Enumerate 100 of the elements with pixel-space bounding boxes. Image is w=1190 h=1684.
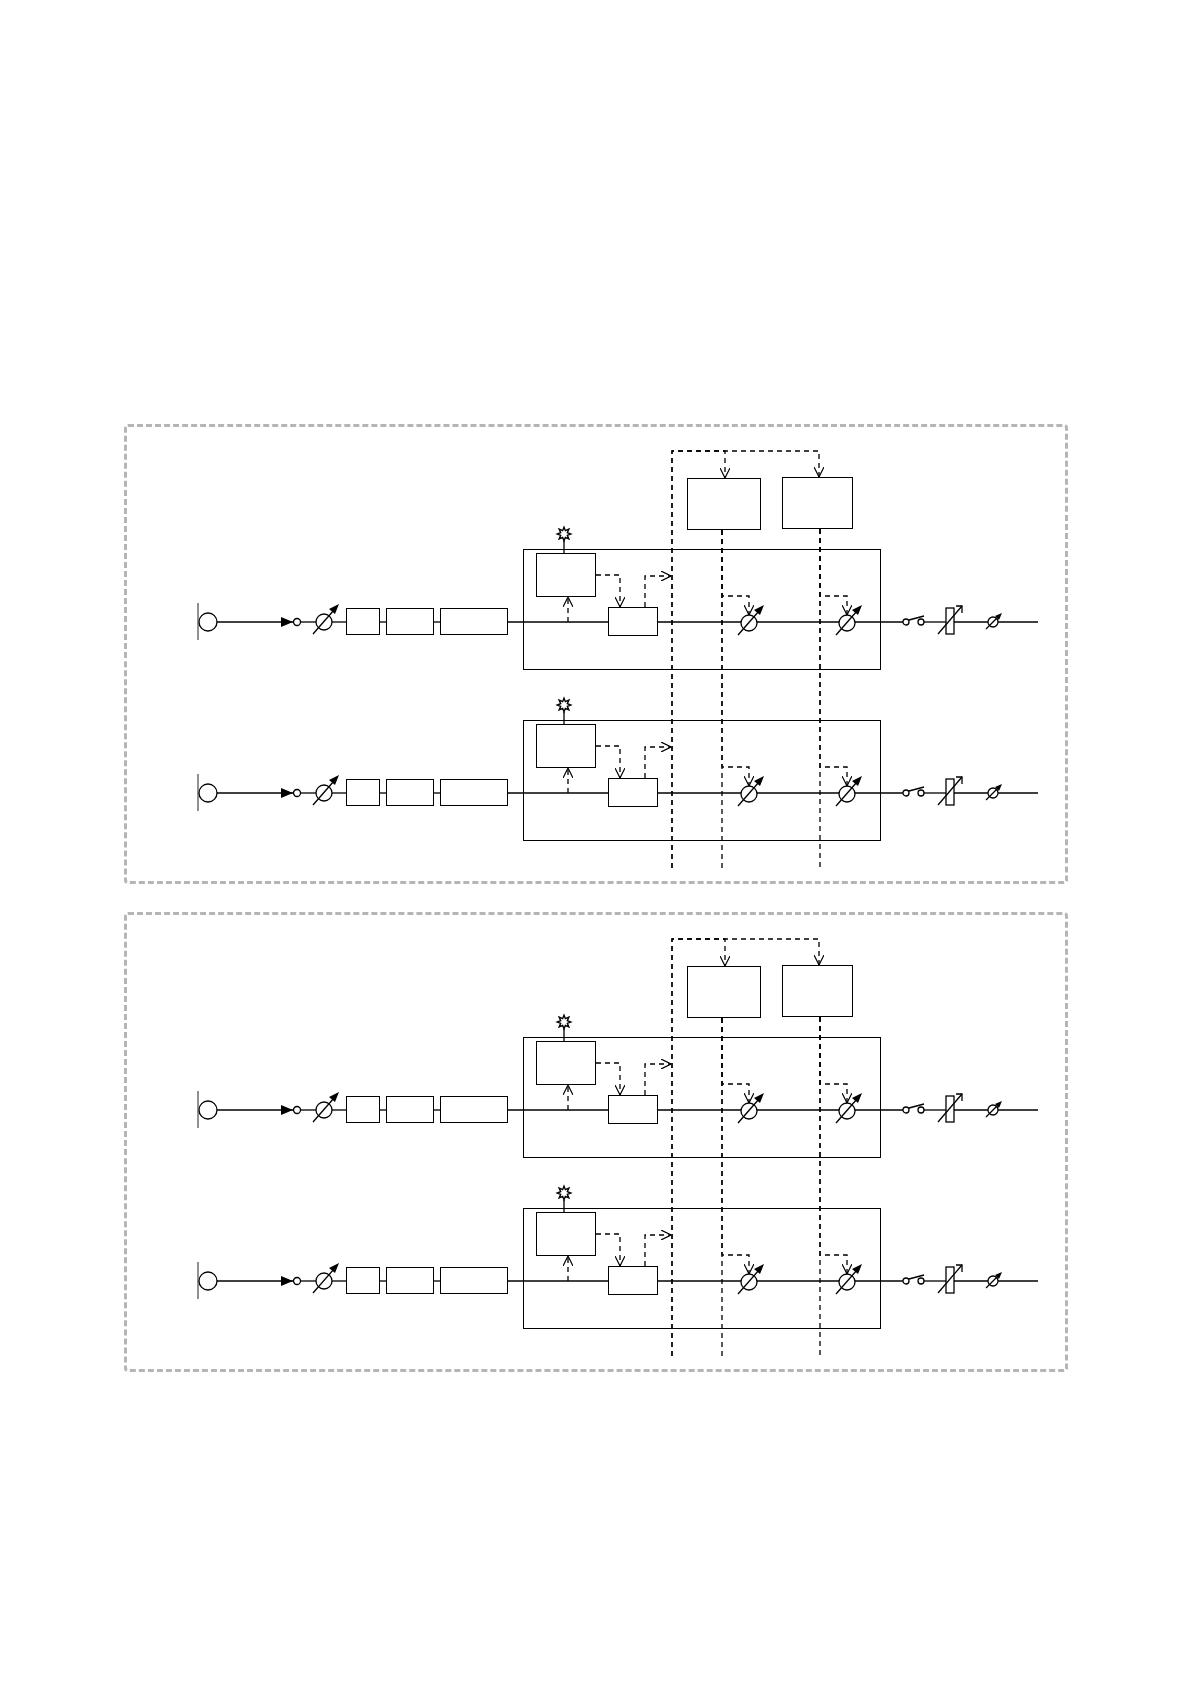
sunburst-icon: [557, 1015, 571, 1029]
adjustable-valve-symbol: [736, 603, 765, 636]
connector-line: [756, 792, 840, 794]
process-box: [346, 1096, 380, 1123]
process-box: [386, 1267, 434, 1294]
connector-line: [300, 1280, 317, 1282]
controller-box: [607, 606, 658, 636]
dashed-signal-arrow: [595, 745, 626, 779]
adjustable-valve-symbol: [312, 1091, 340, 1123]
sensor-box: [535, 552, 596, 597]
junction-circle: [293, 618, 301, 626]
connector-line: [300, 621, 317, 623]
adjustable-valve-symbol: [312, 774, 340, 806]
connector-line: [563, 540, 565, 554]
connector-line: [300, 1109, 317, 1111]
connector-line: [563, 711, 565, 725]
dashed-group-frame: [124, 424, 1068, 884]
source-symbol: [196, 1091, 218, 1128]
sensor-box: [535, 1040, 596, 1085]
connector-line: [953, 792, 989, 794]
connector-line: [433, 1280, 441, 1282]
connector-line: [300, 792, 317, 794]
connector-line: [507, 1280, 609, 1282]
switch-symbol: [902, 1271, 925, 1285]
connector-line: [216, 1105, 294, 1115]
sunburst-icon: [557, 527, 571, 541]
connector-line: [923, 792, 947, 794]
dashed-group-frame: [124, 912, 1068, 1372]
dashed-signal-arrow: [595, 574, 626, 608]
control-unit-box: [687, 966, 761, 1018]
connector-line: [997, 792, 1039, 794]
dashed-signal-arrow: [671, 938, 825, 1357]
dashed-signal-arrow: [562, 596, 574, 623]
connector-line: [953, 1280, 989, 1282]
connector-line: [657, 792, 742, 794]
module-box: [523, 549, 881, 670]
connector-line: [923, 1280, 947, 1282]
adjustable-valve-symbol: [834, 603, 863, 636]
connector-line: [379, 1109, 387, 1111]
sensor-box: [535, 723, 596, 768]
adjustable-valve-symbol: [736, 1262, 765, 1295]
connector-line: [563, 1199, 565, 1213]
dashed-signal-arrow: [562, 1255, 574, 1282]
connector-line: [854, 1280, 904, 1282]
connector-line: [216, 788, 294, 798]
module-box: [523, 1037, 881, 1158]
variable-resistor-symbol: [937, 1263, 964, 1294]
connector-line: [923, 1109, 947, 1111]
process-box: [440, 779, 508, 806]
connector-line: [379, 1280, 387, 1282]
dashed-signal-arrow: [562, 767, 574, 794]
dashed-signal-arrow: [644, 1058, 672, 1096]
connector-line: [433, 792, 441, 794]
connector-line: [997, 621, 1039, 623]
sunburst-icon: [557, 1186, 571, 1200]
module-box: [523, 1208, 881, 1329]
connector-line: [756, 621, 840, 623]
connector-line: [331, 621, 347, 623]
process-box: [346, 608, 380, 635]
variable-resistor-symbol: [937, 775, 964, 806]
connector-line: [923, 621, 947, 623]
module-box: [523, 720, 881, 841]
control-unit-box: [782, 477, 853, 529]
adjustable-valve-symbol: [834, 774, 863, 807]
dashed-signal-arrow: [595, 1062, 626, 1096]
process-box: [386, 779, 434, 806]
gauge-symbol: [985, 1100, 1003, 1118]
connector-line: [507, 1109, 609, 1111]
connector-line: [507, 621, 609, 623]
dashed-signal-arrow: [595, 1233, 626, 1267]
sunburst-icon: [557, 698, 571, 712]
connector-line: [331, 792, 347, 794]
connector-line: [997, 1280, 1039, 1282]
dashed-signal-arrow: [644, 1229, 672, 1267]
adjustable-valve-symbol: [834, 1262, 863, 1295]
connector-line: [756, 1109, 840, 1111]
adjustable-valve-symbol: [312, 1262, 340, 1294]
switch-symbol: [902, 783, 925, 797]
process-box: [386, 1096, 434, 1123]
adjustable-valve-symbol: [834, 1091, 863, 1124]
connector-line: [953, 621, 989, 623]
connector-line: [657, 1280, 742, 1282]
controller-box: [607, 1265, 658, 1295]
connector-line: [379, 792, 387, 794]
connector-line: [953, 1109, 989, 1111]
connector-line: [379, 621, 387, 623]
connector-line: [216, 1276, 294, 1286]
junction-circle: [293, 1277, 301, 1285]
junction-circle: [293, 1106, 301, 1114]
connector-line: [854, 792, 904, 794]
connector-line: [756, 1280, 840, 1282]
process-box: [346, 779, 380, 806]
source-symbol: [196, 774, 218, 811]
connector-line: [331, 1280, 347, 1282]
process-box: [386, 608, 434, 635]
source-symbol: [196, 1262, 218, 1299]
connector-line: [657, 621, 742, 623]
sensor-box: [535, 1211, 596, 1256]
connector-line: [507, 792, 609, 794]
adjustable-valve-symbol: [736, 774, 765, 807]
